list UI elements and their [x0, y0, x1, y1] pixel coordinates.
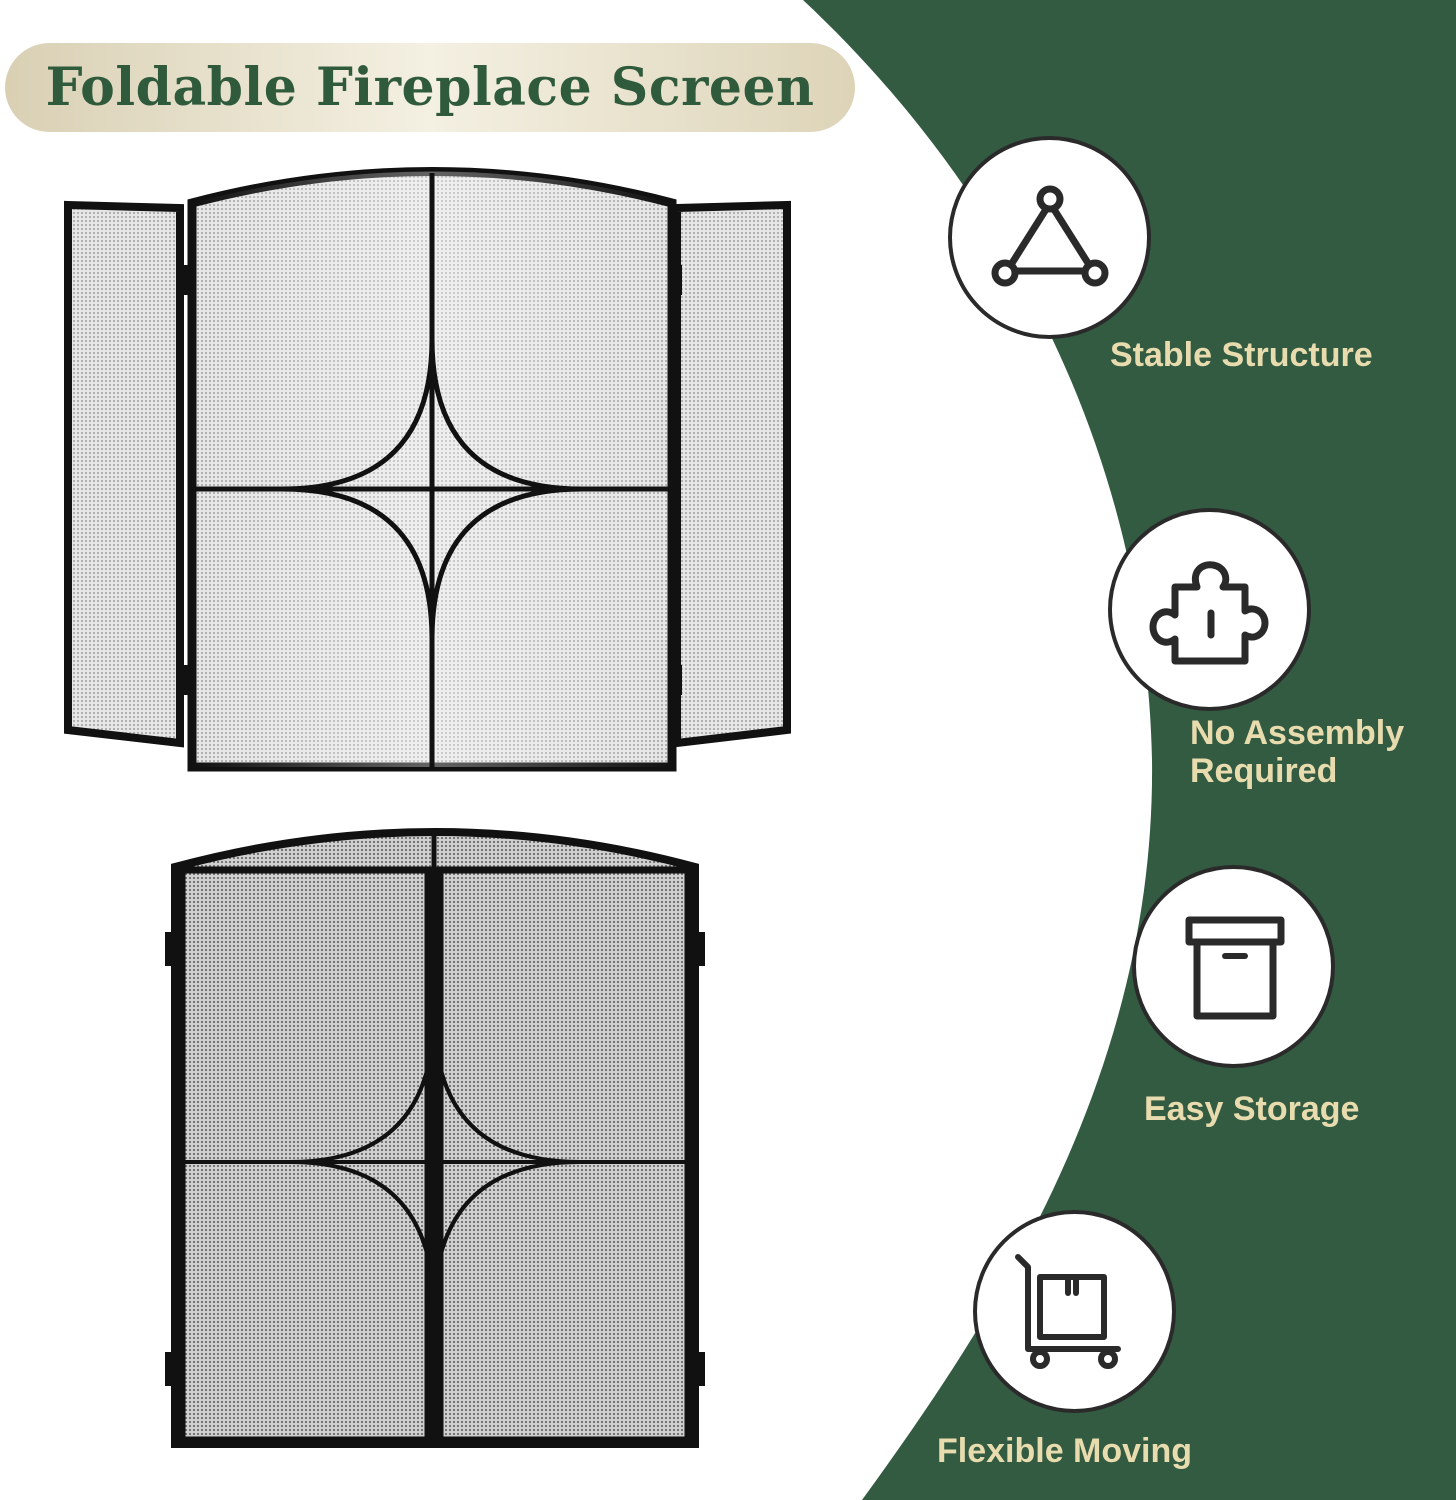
feature-circle-flexible-moving — [973, 1210, 1176, 1413]
hand-truck-icon — [1014, 1253, 1121, 1369]
fireplace-screen-folded — [165, 828, 705, 1448]
feature-label-stable-structure: Stable Structure — [1110, 336, 1373, 374]
triangle-joints-icon — [991, 185, 1108, 286]
puzzle-piece-icon — [1149, 560, 1268, 664]
storage-box-icon — [1185, 916, 1284, 1019]
feature-label-no-assembly-text: No Assembly Required — [1190, 714, 1405, 790]
right-side-panel — [673, 200, 791, 748]
page-title: Foldable Fireplace Screen — [45, 57, 815, 118]
feature-circle-stable-structure — [948, 136, 1151, 339]
title-banner: Foldable Fireplace Screen — [5, 43, 855, 132]
feature-label-easy-storage: Easy Storage — [1144, 1090, 1360, 1128]
center-panel — [182, 167, 682, 772]
left-side-panel — [64, 200, 184, 748]
feature-circle-easy-storage — [1132, 865, 1335, 1068]
feature-circle-no-assembly — [1108, 508, 1311, 711]
fireplace-screen-unfolded — [64, 167, 791, 772]
feature-label-flexible-moving: Flexible Moving — [937, 1432, 1193, 1470]
feature-label-no-assembly: No Assembly Required — [1190, 714, 1404, 790]
